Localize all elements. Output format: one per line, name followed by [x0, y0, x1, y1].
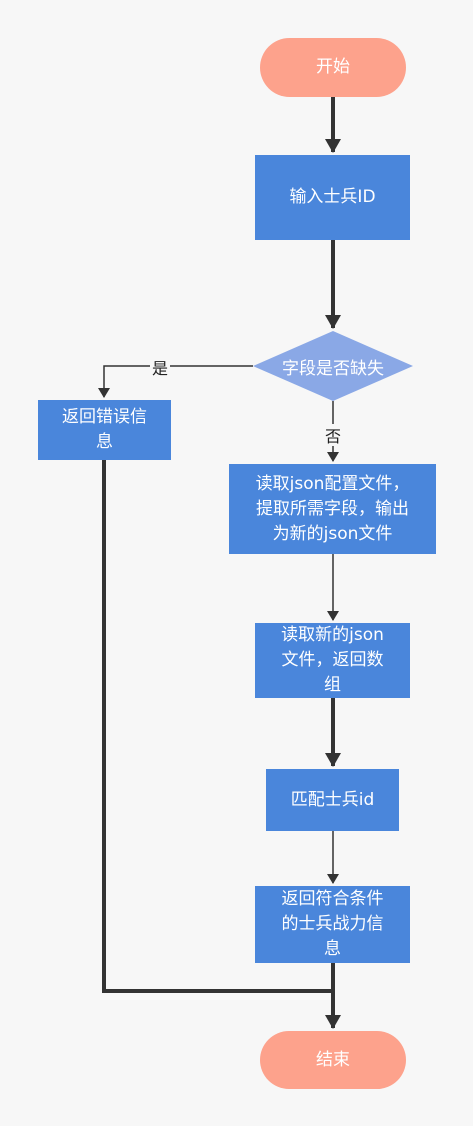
- edge-label-yes: 是: [150, 356, 170, 378]
- edge-error-to-end: [102, 460, 331, 993]
- edge-decision-yes-to-error: [98, 365, 253, 398]
- match-soldier-id-node: 匹配士兵id: [266, 769, 399, 831]
- read-new-json-node: 读取新的json 文件，返回数 组: [255, 623, 410, 698]
- end-node: 结束: [260, 1031, 406, 1089]
- return-error-node: 返回错误信 息: [38, 400, 171, 460]
- decision-label: 字段是否缺失: [282, 358, 384, 379]
- read-config-node: 读取json配置文件， 提取所需字段，输出 为新的json文件: [229, 464, 436, 554]
- decision-diamond: [253, 331, 413, 401]
- start-node: 开始: [260, 38, 406, 97]
- edge-label-no: 否: [323, 424, 343, 446]
- input-soldier-id-node: 输入士兵ID: [255, 155, 410, 240]
- return-soldier-info-node: 返回符合条件 的士兵战力信 息: [255, 886, 410, 963]
